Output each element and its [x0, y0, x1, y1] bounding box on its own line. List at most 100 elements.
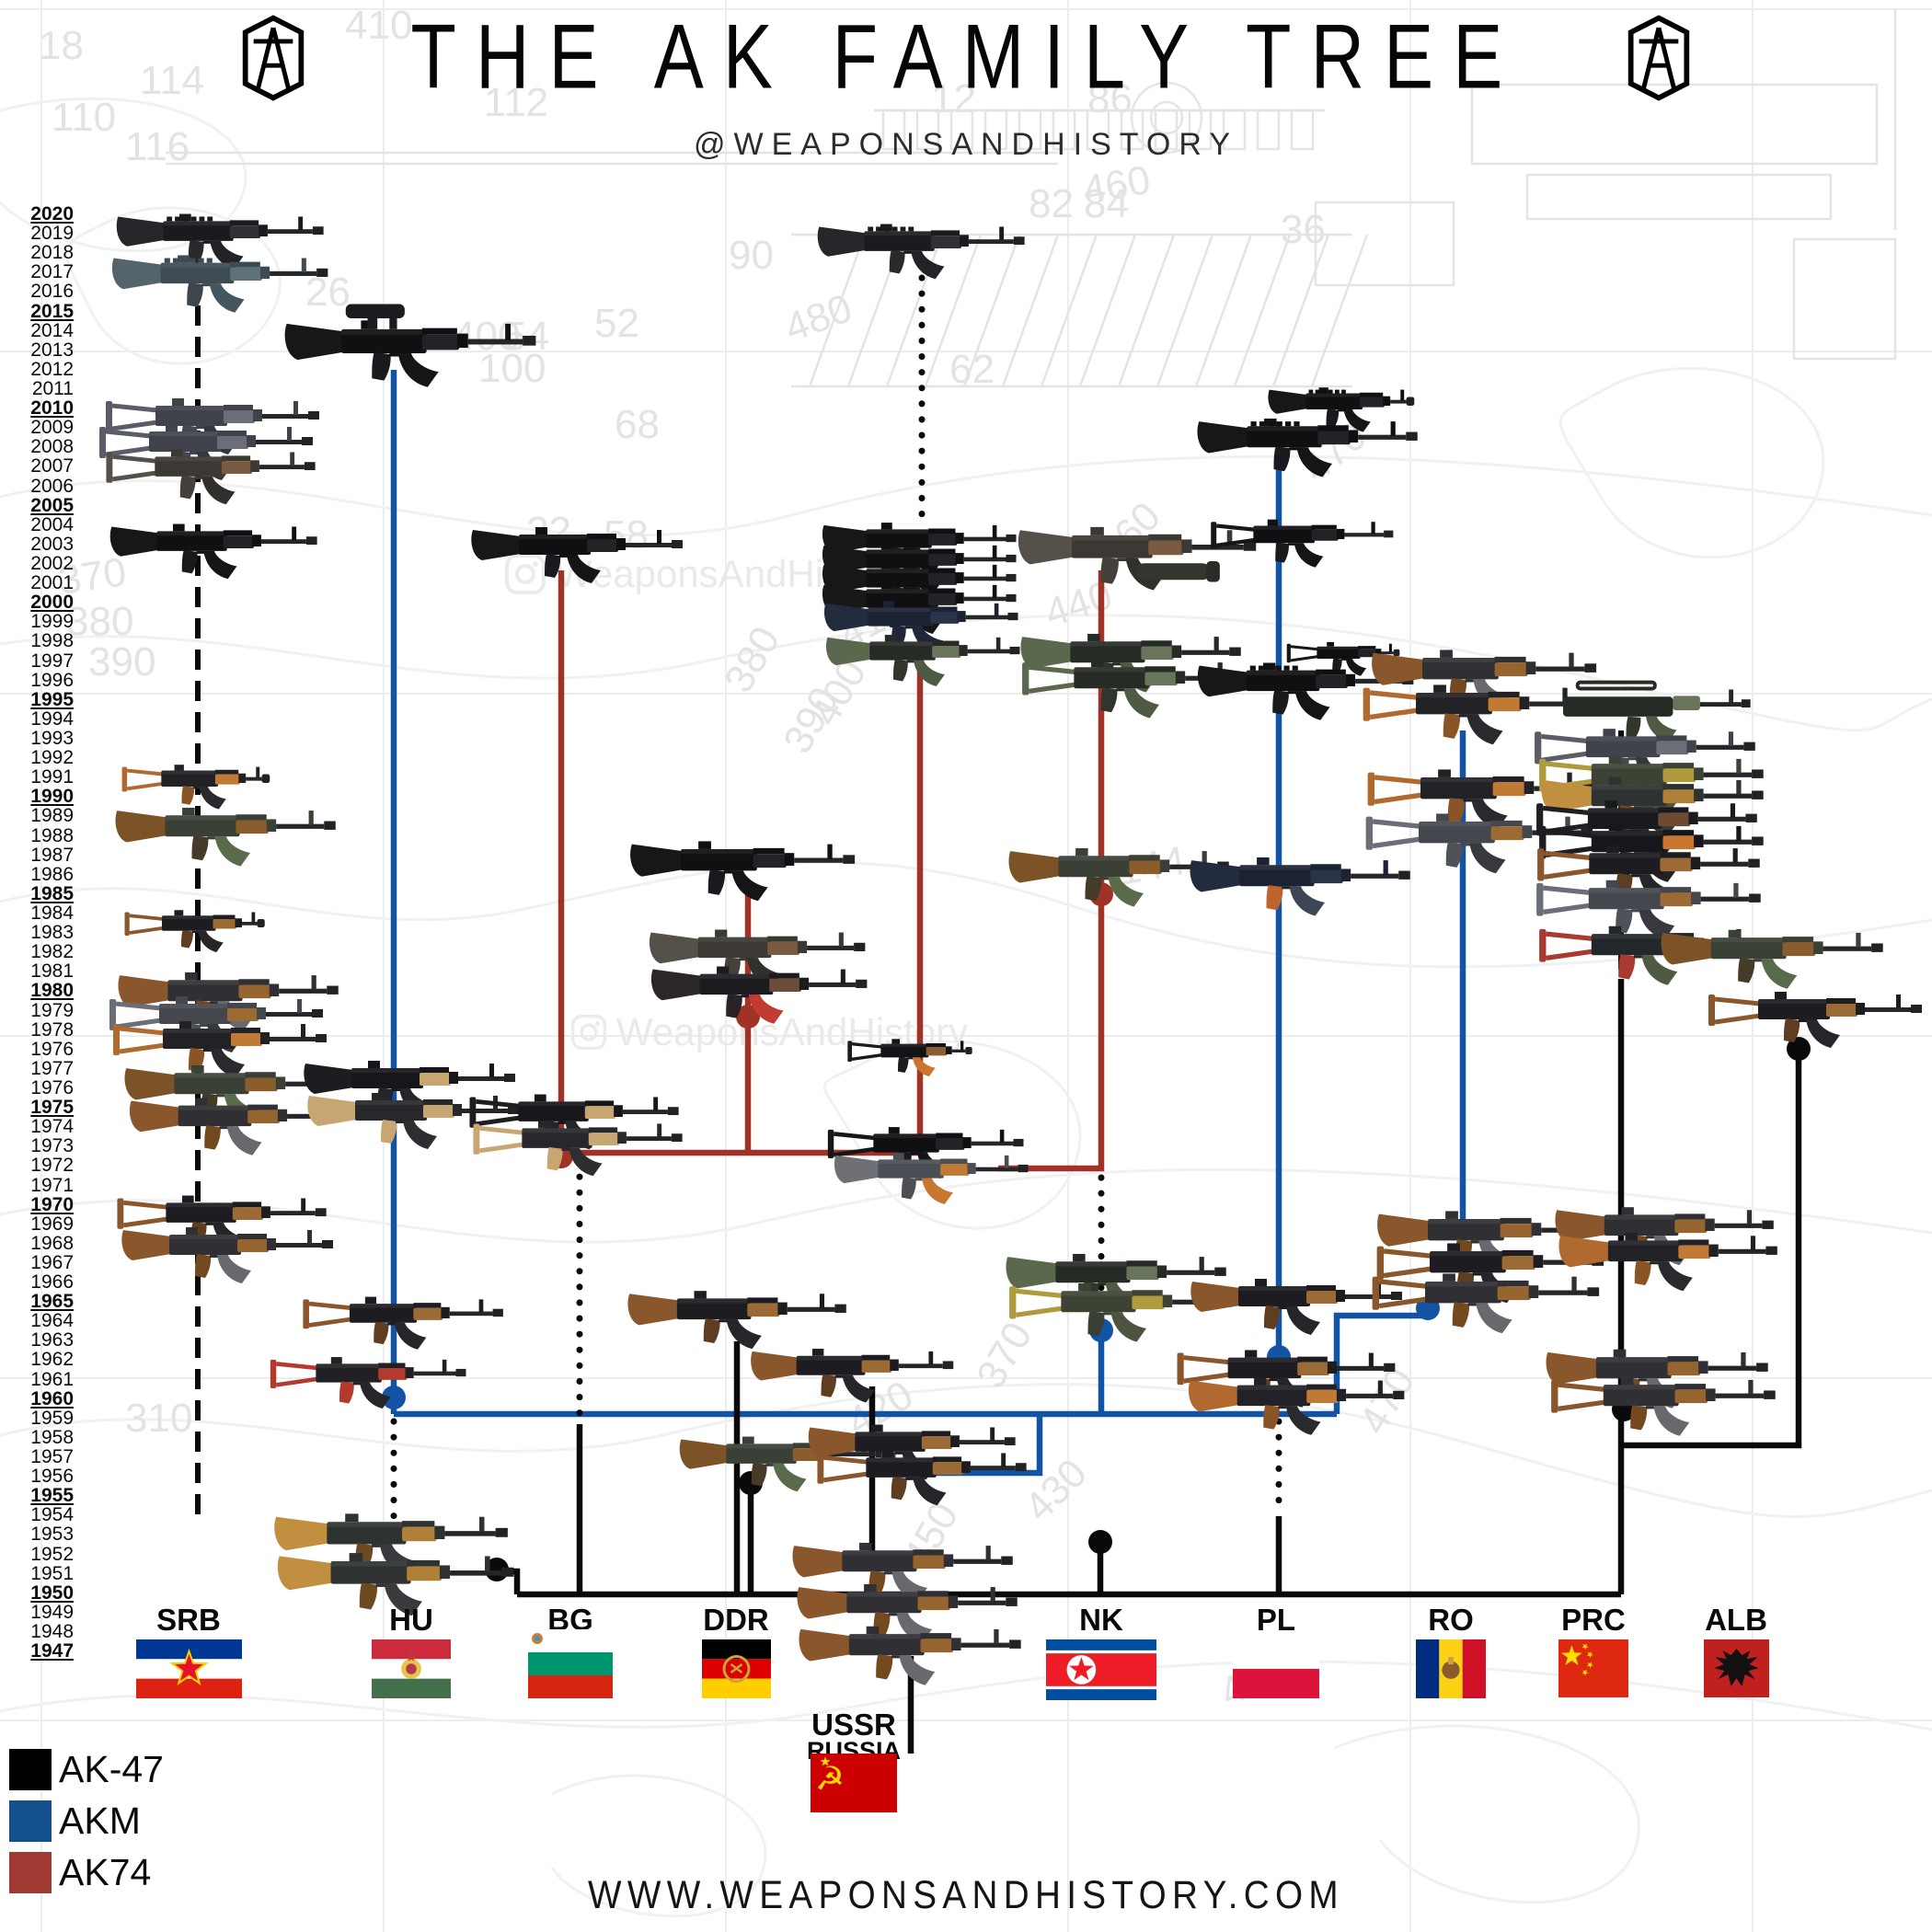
- timeline-year: 2017: [30, 261, 74, 283]
- country-label-prc: PRC: [1561, 1603, 1626, 1637]
- timeline-year: 1952: [30, 1543, 74, 1565]
- flag-nk: [1046, 1639, 1156, 1700]
- svg-text:112: 112: [484, 80, 548, 125]
- timeline-year: 1953: [30, 1524, 74, 1546]
- country-label-pl: PL: [1256, 1603, 1296, 1637]
- timeline-year: 1979: [30, 999, 74, 1021]
- country-label-ussr: USSR: [811, 1708, 896, 1742]
- rifle-illustration: [113, 1021, 327, 1077]
- timeline-year: 1948: [30, 1621, 74, 1643]
- lineage-line-ak74: [998, 570, 1105, 1172]
- timeline-year: 2007: [30, 455, 74, 477]
- country-label-alb: ALB: [1705, 1603, 1767, 1637]
- timeline-year: 2019: [30, 223, 74, 245]
- timeline-year: 1975: [30, 1097, 74, 1119]
- legend: AK-47 AKM AK74: [9, 1748, 164, 1903]
- rifle-illustration: [473, 1121, 683, 1177]
- flag-prc: [1558, 1639, 1628, 1697]
- timeline-year: 2004: [30, 513, 74, 535]
- legend-item-ak74: AK74: [9, 1851, 164, 1894]
- timeline-year: 1959: [30, 1407, 74, 1429]
- timeline-year: 1957: [30, 1446, 74, 1468]
- flag-bg: [528, 1629, 613, 1698]
- rifle-illustration: [121, 765, 270, 810]
- flag-srb: [135, 1639, 242, 1698]
- timeline-year: 2008: [30, 436, 74, 458]
- rifle-illustration: [799, 1626, 1021, 1685]
- rifle-illustration: [1268, 387, 1415, 432]
- country-label-srb: SRB: [156, 1603, 221, 1637]
- timeline-year: 1956: [30, 1466, 74, 1488]
- timeline-year: 1955: [30, 1485, 74, 1507]
- timeline-year: 1999: [30, 611, 74, 633]
- rifle-illustration: [847, 1039, 972, 1076]
- timeline-year: 1947: [30, 1640, 74, 1662]
- rifle-illustration: [1190, 1279, 1402, 1335]
- timeline-year: 2001: [30, 572, 74, 594]
- rifle-illustration: [650, 966, 868, 1024]
- svg-text:100: 100: [478, 346, 546, 391]
- timeline-year: 2002: [30, 552, 74, 574]
- timeline-year: 1966: [30, 1271, 74, 1294]
- rifle-illustration: [1365, 813, 1593, 874]
- rifle-illustration: [270, 1357, 466, 1409]
- rifle-illustration: [121, 1227, 333, 1283]
- timeline-year: 1961: [30, 1368, 74, 1390]
- timeline-year: 1984: [30, 902, 74, 924]
- svg-text:26: 26: [305, 270, 351, 315]
- timeline-year: 2018: [30, 242, 74, 264]
- timeline-year: 1950: [30, 1581, 74, 1604]
- svg-text:82: 82: [1029, 181, 1074, 226]
- timeline-year: 2013: [30, 339, 74, 361]
- timeline-year: 1980: [30, 980, 74, 1002]
- rifle-illustration: [1190, 857, 1410, 916]
- rifle-illustration: [1022, 659, 1245, 719]
- svg-text:☭: ☭: [815, 1761, 845, 1799]
- timeline-year: 1971: [30, 1174, 74, 1196]
- country-label-nk: NK: [1079, 1603, 1123, 1637]
- rifle-illustration: [817, 224, 1025, 280]
- legend-swatch-ak47: [9, 1749, 52, 1790]
- timeline-year: 2006: [30, 475, 74, 497]
- svg-text:90: 90: [729, 233, 774, 278]
- rifle-illustration: [1009, 1282, 1232, 1342]
- legend-item-ak47: AK-47: [9, 1748, 164, 1791]
- svg-text:18: 18: [39, 23, 84, 68]
- flag-ddr: [701, 1639, 771, 1698]
- connection-node: [1787, 1037, 1811, 1061]
- rifle-illustration: [834, 1153, 1029, 1204]
- timeline-year: 1972: [30, 1155, 74, 1177]
- timeline-year: 1951: [30, 1562, 74, 1584]
- timeline-year: 1985: [30, 882, 74, 904]
- svg-text:52: 52: [594, 301, 639, 346]
- country-label-ro: RO: [1428, 1603, 1474, 1637]
- rifle-illustration: [471, 527, 683, 583]
- rifle-illustration: [1558, 1233, 1777, 1292]
- timeline-year: 1983: [30, 922, 74, 944]
- legend-label: AKM: [59, 1800, 141, 1842]
- rifle-illustration: [817, 1450, 1027, 1506]
- timeline-year: 1962: [30, 1349, 74, 1371]
- timeline-year: 2016: [30, 281, 74, 303]
- legend-swatch-akm: [9, 1800, 52, 1842]
- rifle-illustration: [1211, 519, 1394, 568]
- rifle-illustration: [469, 1094, 679, 1150]
- rifle-illustration: [1286, 641, 1400, 676]
- country-label-hu: HU: [389, 1603, 433, 1637]
- rifle-illustration: [115, 807, 336, 867]
- timeline-year: 2010: [30, 397, 74, 420]
- legend-swatch-ak74: [9, 1852, 52, 1893]
- svg-text:62: 62: [949, 347, 995, 392]
- timeline-year: 2011: [31, 377, 74, 399]
- timeline-year: 1987: [30, 844, 74, 866]
- lineage-line-ak47: [1621, 1051, 1802, 1449]
- rifle-illustration: [303, 1296, 503, 1350]
- timeline-year: 1988: [30, 824, 74, 846]
- timeline-year: 2003: [30, 533, 74, 555]
- rifle-illustration: [1536, 880, 1761, 939]
- timeline-year: 1974: [30, 1116, 74, 1138]
- timeline-year: 1976: [30, 1076, 74, 1098]
- svg-text:86: 86: [1087, 76, 1133, 121]
- connection-node: [382, 1386, 406, 1409]
